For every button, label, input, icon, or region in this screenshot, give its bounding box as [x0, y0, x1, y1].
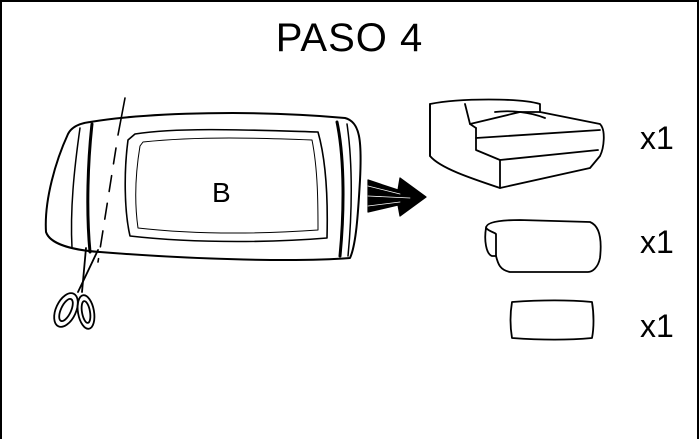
- step-title: PASO 4: [275, 16, 424, 60]
- fabric-cover-drawing: [44, 97, 362, 263]
- scissors-icon: [53, 247, 99, 330]
- fabric-label: B: [212, 177, 231, 208]
- sofa-section-drawing: [429, 98, 605, 189]
- quantity-label: x1: [640, 120, 674, 156]
- quantity-label: x1: [640, 308, 674, 344]
- rect-cushion-drawing: [509, 299, 595, 341]
- seat-cushion-drawing: [484, 219, 602, 273]
- top-border: [0, 0, 699, 2]
- quantity-label: x1: [640, 224, 674, 260]
- arrow-right-icon: [367, 177, 427, 217]
